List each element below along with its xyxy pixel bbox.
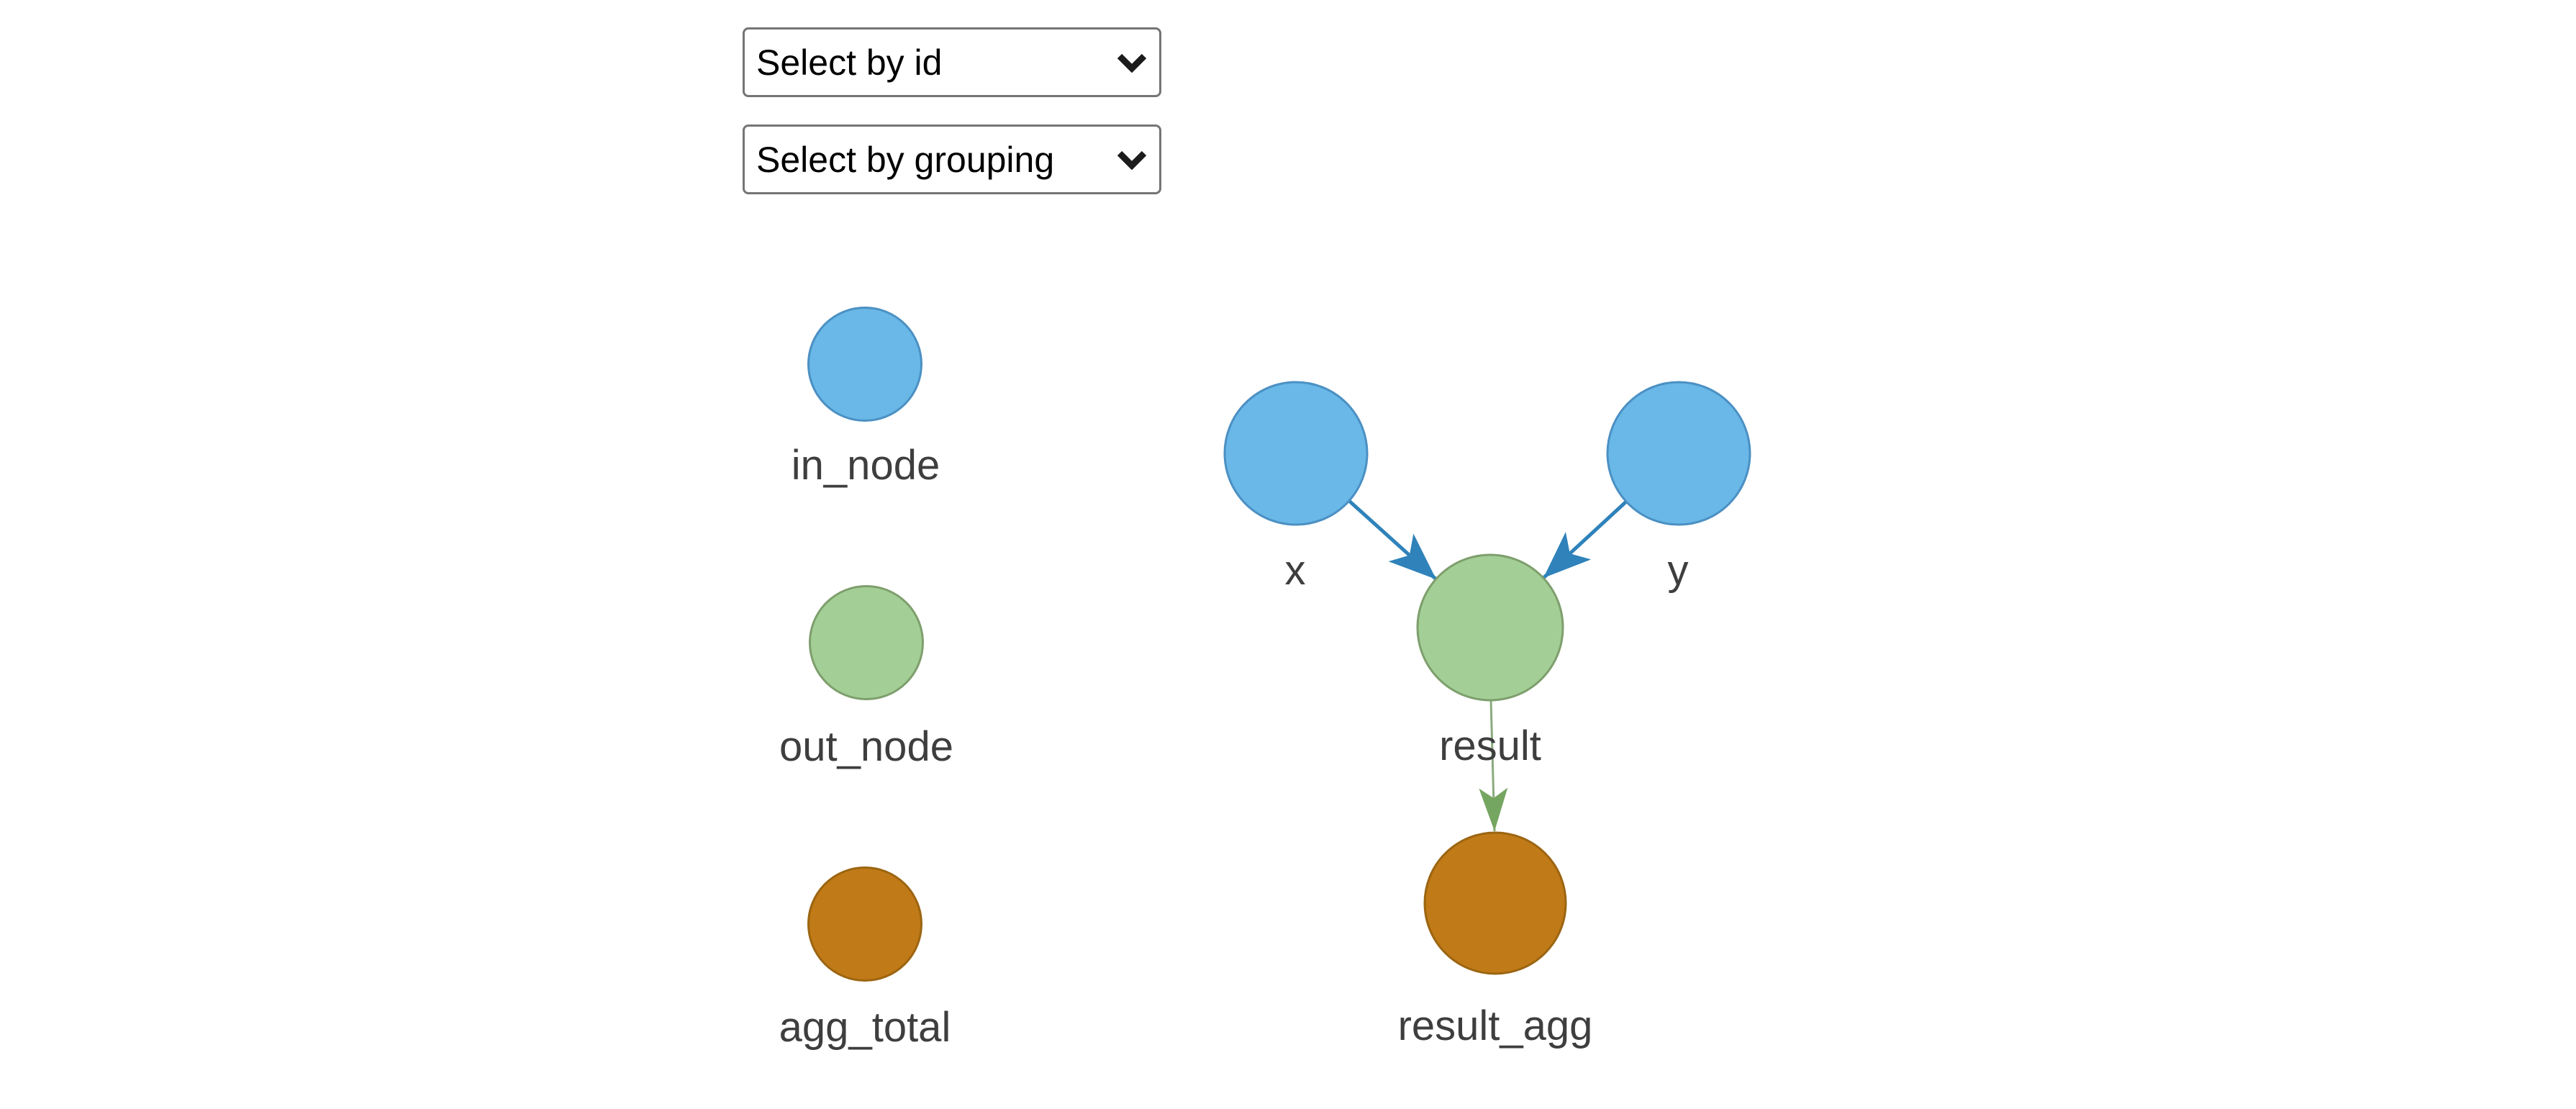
node-x[interactable] bbox=[1223, 381, 1369, 526]
legend-swatch-agg-total bbox=[807, 866, 922, 982]
edge-y-to-result bbox=[1542, 500, 1628, 579]
node-label-y: y bbox=[1668, 547, 1689, 594]
edge-result-to-result_agg bbox=[1479, 700, 1508, 832]
node-label-result: result bbox=[1439, 723, 1541, 769]
select-by-id-dropdown[interactable]: Select by id bbox=[743, 27, 1161, 97]
legend-swatch-in-node bbox=[807, 307, 922, 422]
node-result_agg[interactable] bbox=[1423, 831, 1567, 975]
node-result[interactable] bbox=[1416, 553, 1564, 702]
node-label-result_agg: result_agg bbox=[1398, 1002, 1593, 1049]
select-by-id-value: Select by id bbox=[756, 42, 943, 83]
legend-label-out-node: out_node bbox=[779, 723, 953, 770]
chevron-down-icon bbox=[1117, 53, 1147, 73]
select-by-grouping-dropdown[interactable]: Select by grouping bbox=[743, 125, 1161, 194]
node-y[interactable] bbox=[1606, 381, 1751, 526]
edge-x-to-result bbox=[1348, 499, 1438, 581]
select-by-grouping-value: Select by grouping bbox=[756, 139, 1055, 180]
node-label-x: x bbox=[1285, 547, 1306, 594]
legend-swatch-out-node bbox=[809, 585, 924, 700]
legend-label-agg-total: agg_total bbox=[779, 1004, 951, 1051]
legend-label-in-node: in_node bbox=[791, 442, 940, 489]
chevron-down-icon bbox=[1117, 150, 1147, 170]
